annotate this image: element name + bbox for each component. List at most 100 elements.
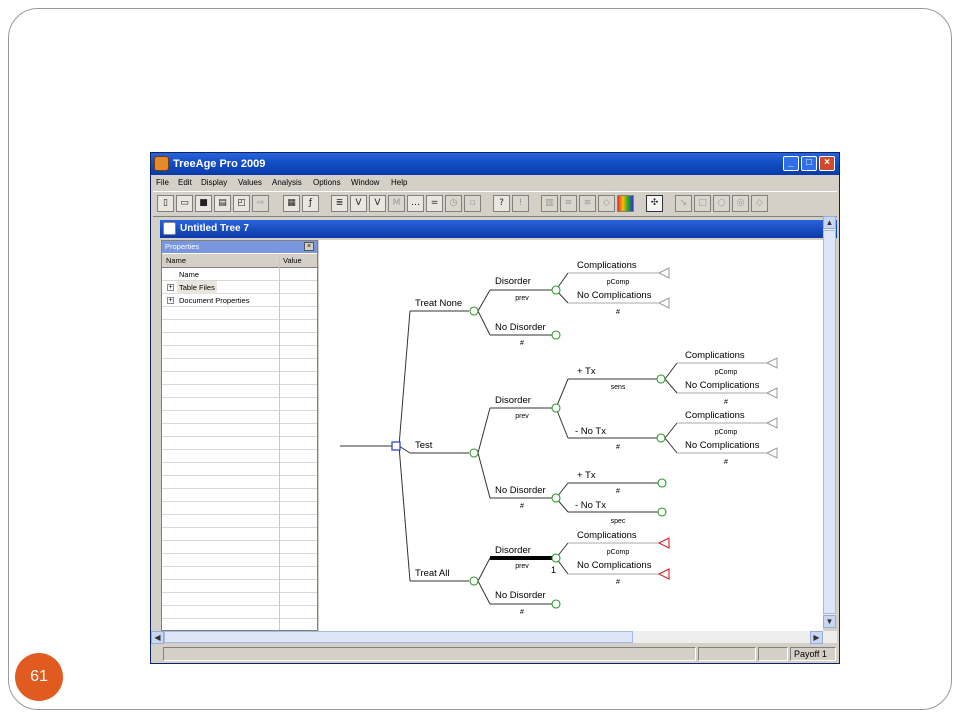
title-bar[interactable]: TreeAge Pro 2009 _ □ × <box>151 153 839 175</box>
shape-icon[interactable]: ◇ <box>598 195 615 212</box>
chance-node[interactable] <box>551 599 561 609</box>
property-row-table-files[interactable]: + Table Files <box>162 281 279 294</box>
menu-help[interactable]: Help <box>391 178 408 187</box>
probability-label: # <box>520 340 524 347</box>
scroll-right-icon[interactable]: ▶ <box>810 631 823 644</box>
alert-icon[interactable]: ! <box>512 195 529 212</box>
help-icon[interactable]: ? <box>493 195 510 212</box>
color-icon[interactable] <box>617 195 634 212</box>
treeage-window: TreeAge Pro 2009 _ □ × File Edit Display… <box>150 152 840 664</box>
circle-icon[interactable]: ○ <box>713 195 730 212</box>
clock-icon[interactable]: ◷ <box>445 195 462 212</box>
markov-icon[interactable]: M <box>388 195 405 212</box>
menu-analysis[interactable]: Analysis <box>272 178 302 187</box>
property-row-name[interactable]: Name <box>162 268 279 281</box>
column-value: Value <box>283 256 302 265</box>
column-divider[interactable] <box>279 254 280 630</box>
chance-node[interactable] <box>551 553 561 563</box>
sens2-icon[interactable]: ≋ <box>579 195 596 212</box>
scroll-thumb[interactable] <box>164 631 633 643</box>
equal-icon[interactable]: = <box>426 195 443 212</box>
dots-icon[interactable]: … <box>407 195 424 212</box>
chance-node[interactable] <box>469 448 479 458</box>
chance-node[interactable] <box>551 493 561 503</box>
chance-node[interactable] <box>551 403 561 413</box>
minimize-icon[interactable]: _ <box>783 156 799 171</box>
terminal-node[interactable] <box>657 297 670 309</box>
decision-node[interactable] <box>391 441 401 451</box>
properties-title-text: Properties <box>165 242 200 251</box>
ring-icon[interactable]: ◎ <box>732 195 749 212</box>
expand-icon[interactable]: + <box>167 297 174 304</box>
diamond-icon[interactable]: ◇ <box>751 195 768 212</box>
expand-icon[interactable]: + <box>167 284 174 291</box>
export-icon[interactable]: ⇨ <box>252 195 269 212</box>
document-titlebar[interactable]: Untitled Tree 7 <box>160 220 837 238</box>
arrow-icon[interactable]: ↘ <box>675 195 692 212</box>
chance-node[interactable] <box>551 285 561 295</box>
menu-options[interactable]: Options <box>313 178 341 187</box>
sens-icon[interactable]: ≋ <box>560 195 577 212</box>
node-type-icon[interactable]: ▦ <box>283 195 300 212</box>
chance-node[interactable] <box>657 478 667 488</box>
function-icon[interactable]: ƒ <box>302 195 319 212</box>
close-icon[interactable]: × <box>304 242 314 251</box>
terminal-node[interactable] <box>765 357 778 369</box>
menu-edit[interactable]: Edit <box>178 178 192 187</box>
chance-node[interactable] <box>469 576 479 586</box>
chance-node[interactable] <box>656 374 666 384</box>
terminal-node[interactable] <box>765 387 778 399</box>
menu-bar: File Edit Display Values Analysis Option… <box>151 175 839 191</box>
column-name: Name <box>166 256 187 265</box>
value-icon[interactable]: V <box>369 195 386 212</box>
toolbar: ▯ ▭ ■ ▤ ◰ ⇨ ▦ ƒ ≣ V V M … = ◷ ▫ ? ! ▥ ≋ … <box>153 191 837 217</box>
tree-icon[interactable]: ≣ <box>331 195 348 212</box>
vertical-scrollbar[interactable]: ▲ ▼ <box>823 216 836 628</box>
move-icon[interactable]: ✣ <box>646 195 663 212</box>
probability-label: sens <box>611 384 626 391</box>
scroll-thumb[interactable] <box>823 230 836 614</box>
chance-node[interactable] <box>469 306 479 316</box>
branch-label: + Tx <box>577 366 596 377</box>
chance-node[interactable] <box>656 433 666 443</box>
square-icon[interactable]: □ <box>694 195 711 212</box>
probability-label: # <box>616 309 620 316</box>
terminal-node[interactable] <box>765 447 778 459</box>
terminal-node[interactable] <box>657 568 670 580</box>
chance-node[interactable] <box>657 507 667 517</box>
terminal-node[interactable] <box>765 417 778 429</box>
menu-values[interactable]: Values <box>238 178 262 187</box>
save-icon[interactable]: ■ <box>195 195 212 212</box>
maximize-icon[interactable]: □ <box>801 156 817 171</box>
scroll-left-icon[interactable]: ◀ <box>151 631 164 644</box>
status-bar: Payoff 1 <box>151 645 839 663</box>
print-icon[interactable]: ▤ <box>214 195 231 212</box>
probability-label: # <box>724 459 728 466</box>
new-icon[interactable]: ▯ <box>157 195 174 212</box>
horizontal-scrollbar[interactable]: ◀ ▶ <box>151 631 837 644</box>
scroll-up-icon[interactable]: ▲ <box>823 216 836 229</box>
branch-label: Treat None <box>415 298 462 309</box>
tree-canvas[interactable]: Treat None Test Treat All Disorder No Di… <box>319 240 823 631</box>
sequence-icon[interactable]: ▫ <box>464 195 481 212</box>
probability-label: pComp <box>715 369 738 376</box>
menu-display[interactable]: Display <box>201 178 228 187</box>
terminal-node[interactable] <box>657 267 670 279</box>
branch-label: Treat All <box>415 568 450 579</box>
menu-file[interactable]: File <box>156 178 169 187</box>
terminal-node[interactable] <box>657 537 670 549</box>
properties-grid <box>162 268 317 630</box>
scroll-down-icon[interactable]: ▼ <box>823 615 836 628</box>
chance-node[interactable] <box>551 330 561 340</box>
bar-chart-icon[interactable]: ▥ <box>541 195 558 212</box>
close-icon[interactable]: × <box>819 156 835 171</box>
variable-icon[interactable]: V <box>350 195 367 212</box>
open-icon[interactable]: ▭ <box>176 195 193 212</box>
page-number-badge: 61 <box>15 653 63 701</box>
property-row-document-properties[interactable]: + Document Properties <box>162 294 279 307</box>
menu-window[interactable]: Window <box>351 178 380 187</box>
branch-label: Complications <box>685 350 745 361</box>
probability-label: pComp <box>715 429 738 436</box>
print-preview-icon[interactable]: ◰ <box>233 195 250 212</box>
branch-label: No Disorder <box>495 590 546 601</box>
